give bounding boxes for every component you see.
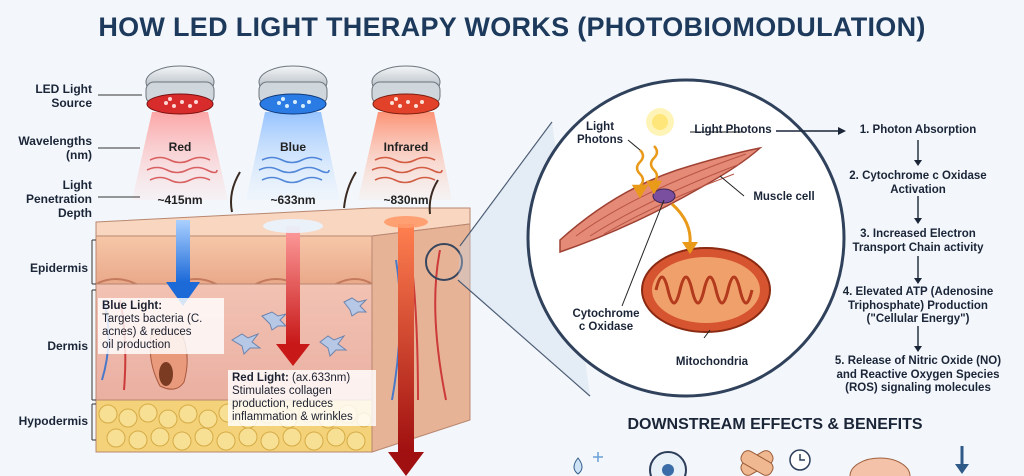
layer-brackets bbox=[91, 239, 96, 441]
downstream-effects-title: DOWNSTREAM EFFECTS & BENEFITS bbox=[627, 416, 923, 433]
red-penetration-arrow bbox=[263, 219, 323, 366]
infrared-led-device bbox=[371, 65, 441, 115]
fibroblasts bbox=[231, 297, 368, 357]
step-arrows bbox=[776, 127, 922, 352]
light-name-red: Red bbox=[168, 140, 192, 154]
inset-label-mitochondria: Mitochondria bbox=[675, 356, 749, 368]
cell-inset bbox=[526, 78, 846, 398]
blue-light-note: Blue Light: Targets bacteria (C. acnes) … bbox=[98, 298, 224, 354]
blue-penetration-arrow bbox=[166, 220, 200, 306]
page-title: HOW LED LIGHT THERAPY WORKS (PHOTOBIOMOD… bbox=[98, 12, 926, 42]
inset-label-light-photons-top: Light Photons bbox=[694, 124, 772, 136]
blue-led-device bbox=[258, 65, 328, 115]
label-wavelengths: Wavelengths(nm) bbox=[18, 134, 92, 162]
step-5: 5. Release of Nitric Oxide (NO)and React… bbox=[834, 355, 1002, 394]
red-wave-lines bbox=[146, 156, 218, 184]
infrared-wave-lines bbox=[371, 156, 443, 184]
light-name-infrared: Infrared bbox=[383, 140, 429, 154]
label-dermis: Dermis bbox=[47, 339, 88, 353]
wavelength-blue: ~633nm bbox=[270, 193, 316, 207]
step-1: 1. Photon Absorption bbox=[859, 124, 977, 136]
light-name-blue: Blue bbox=[279, 140, 306, 154]
infrared-penetration-arrow bbox=[384, 216, 428, 476]
epidermis-layer bbox=[95, 235, 373, 285]
blue-light-beam bbox=[246, 112, 340, 200]
downstream-icons bbox=[573, 446, 969, 476]
infrared-light-beam bbox=[358, 112, 452, 200]
inset-label-muscle-cell: Muscle cell bbox=[753, 191, 815, 203]
red-led-device bbox=[145, 65, 215, 115]
hairs bbox=[230, 171, 439, 215]
red-light-beam bbox=[132, 112, 228, 200]
label-hypodermis: Hypodermis bbox=[18, 414, 88, 428]
blue-wave-lines bbox=[258, 156, 330, 184]
red-light-note: Red Light: (ax.633nm) Stimulates collage… bbox=[228, 370, 376, 426]
leader-lines bbox=[98, 94, 142, 198]
skin-side bbox=[371, 223, 471, 453]
wavelength-red: ~415nm bbox=[157, 193, 203, 207]
wavelength-infrared: ~830nm bbox=[383, 193, 429, 207]
label-epidermis: Epidermis bbox=[29, 261, 88, 275]
